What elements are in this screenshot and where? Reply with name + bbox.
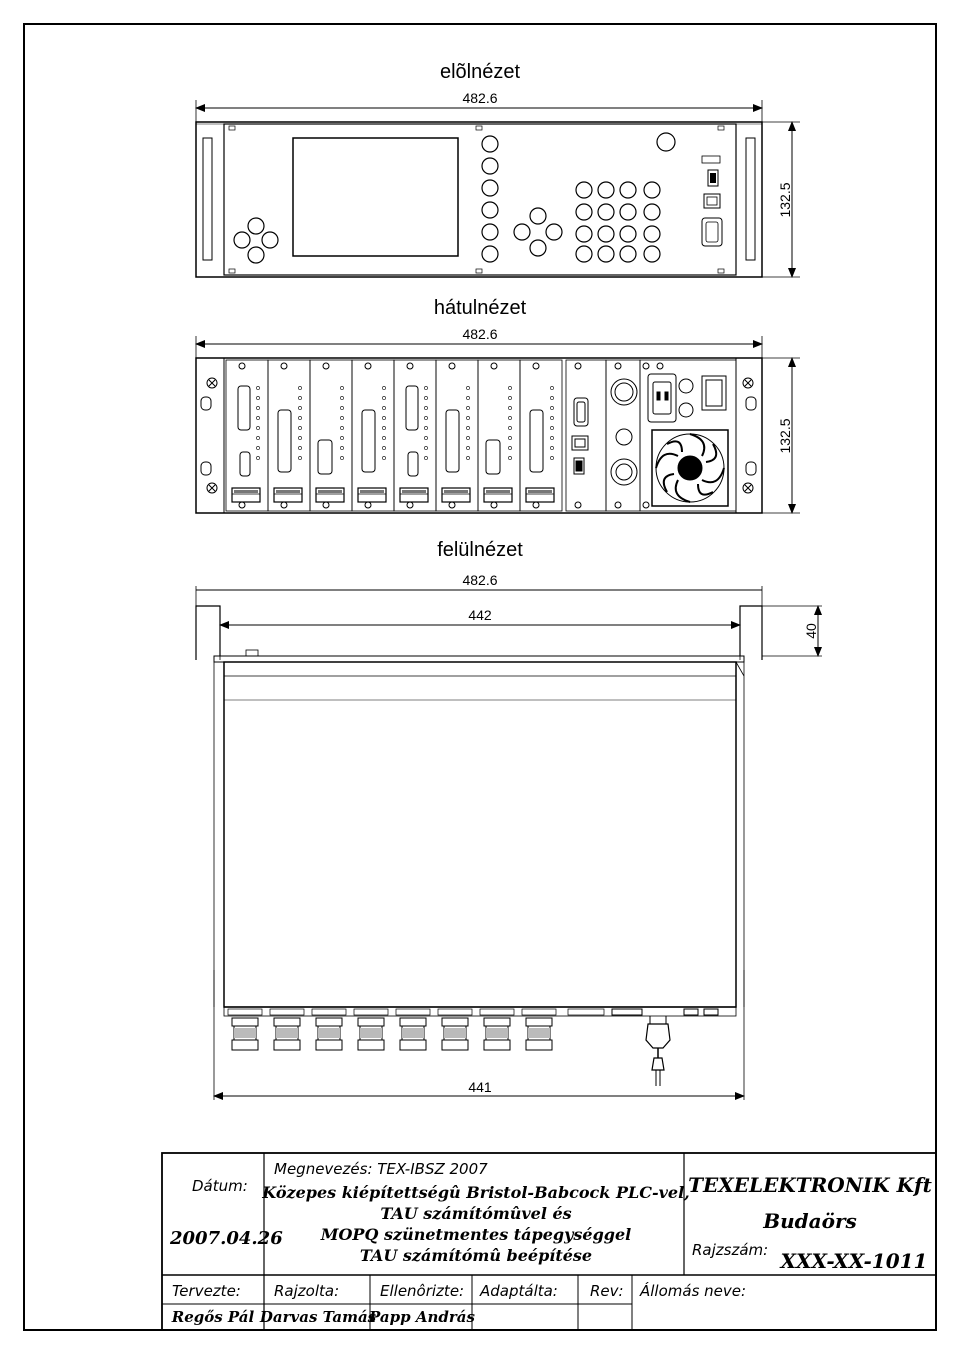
date-value: 2007.04.26 [169, 1228, 283, 1249]
terminal-plug [311, 1008, 347, 1051]
keypad-key [619, 245, 637, 263]
description-line-4: TAU számítómû beépítése [360, 1246, 592, 1265]
io-card-slots [225, 359, 563, 512]
function-button-column [481, 135, 499, 263]
drawn-by-value: Darvas Tamás [259, 1308, 377, 1326]
drawing-name: Megnevezés: TEX-IBSZ 2007 [274, 1160, 488, 1178]
company-name: TEXELEKTRONIK Kft [688, 1173, 932, 1197]
terminal-plug [395, 1008, 431, 1051]
drawn-by-label: Rajzolta: [274, 1282, 339, 1300]
designed-by-value: Regős Pál [171, 1308, 255, 1326]
terminal-plug [269, 1008, 305, 1051]
rear-view: hátulnézet 482.6 [195, 297, 800, 514]
right-rack-ear-top [739, 605, 763, 660]
keypad-key [619, 225, 637, 243]
rocker-switch [701, 375, 727, 411]
power-button [656, 132, 676, 152]
cpu-connector [567, 1008, 605, 1016]
rear-rack-ear-left [200, 377, 218, 494]
drawing-number: XXX-XX-1011 [779, 1249, 928, 1273]
front-width-dimension: 482.6 [462, 90, 497, 106]
keypad-key [597, 245, 615, 263]
rear-view-title: hátulnézet [434, 297, 527, 319]
io-card [477, 359, 521, 512]
left-navigation-buttons [233, 217, 279, 264]
rear-chassis [195, 357, 763, 514]
bottom-width-dimension: 441 [468, 1079, 492, 1095]
drawing-number-label: Rajzszám: [692, 1241, 768, 1259]
power-inlet-and-fan-panel [639, 359, 737, 512]
keypad-key [575, 181, 593, 199]
front-chassis [195, 121, 763, 278]
left-rack-ear-slot [202, 137, 213, 261]
adapted-by-label: Adaptálta: [479, 1282, 558, 1300]
ethernet-port [703, 193, 721, 209]
usb-port [707, 169, 719, 187]
front-view: elõlnézet 482.6 [195, 61, 800, 278]
front-height-dimension: 132.5 [777, 182, 793, 217]
keypad-key [575, 245, 593, 263]
serial-port [701, 217, 723, 247]
terminal-plug [521, 1008, 557, 1051]
lcd-display [292, 137, 459, 257]
description-line-2: TAU számítómûvel és [380, 1204, 571, 1223]
rear-height-dimension: 132.5 [777, 418, 793, 453]
keypad-key [619, 203, 637, 221]
top-view-title: felülnézet [437, 539, 523, 561]
keypad-key [643, 203, 661, 221]
terminal-plug [437, 1008, 473, 1051]
left-rack-ear-top [195, 605, 221, 660]
keypad-key [643, 181, 661, 199]
description-line-1: Közepes kiépítettségû Bristol-Babcock PL… [261, 1183, 689, 1202]
keypad-key [643, 225, 661, 243]
checked-by-value: Papp András [368, 1308, 475, 1326]
description-line-3: MOPQ szünetmentes tápegységgel [320, 1225, 631, 1244]
depth-dimension: 40 [803, 623, 819, 639]
keypad-key [619, 181, 637, 199]
date-label: Dátum: [192, 1177, 248, 1195]
keypad-key [643, 245, 661, 263]
middle-navigation-buttons [513, 207, 563, 257]
front-view-title: elõlnézet [440, 61, 521, 83]
iec-power-inlet [647, 373, 677, 423]
top-inner-width-dimension: 442 [468, 607, 492, 623]
cooling-fan [651, 429, 729, 507]
revision-label: Rev: [590, 1282, 624, 1300]
numeric-keypad [575, 181, 661, 263]
rear-connector-row [227, 1008, 605, 1051]
keypad-key [597, 225, 615, 243]
rear-rack-ear-right [742, 377, 757, 494]
keypad-key [597, 203, 615, 221]
terminal-plug [479, 1008, 515, 1051]
designed-by-label: Tervezte: [172, 1282, 241, 1300]
keypad-key [575, 203, 593, 221]
indicator-label [701, 155, 721, 164]
rear-width-dimension: 482.6 [462, 326, 497, 342]
keypad-key [575, 225, 593, 243]
title-block: Dátum: 2007.04.26 Megnevezés: TEX-IBSZ 2… [161, 1152, 937, 1331]
right-rack-ear-slot [745, 137, 756, 261]
checked-by-label: Ellenôrizte: [380, 1282, 464, 1300]
terminal-plug [353, 1008, 389, 1051]
fuse-holder [678, 378, 694, 394]
top-view: felülnézet 482.6 442 40 [195, 539, 822, 1100]
io-card [519, 359, 563, 512]
station-name-label: Állomás neve: [639, 1281, 746, 1300]
company-city: Budaörs [762, 1209, 857, 1233]
power-cord-plug [611, 1008, 719, 1086]
terminal-plug [227, 1008, 263, 1051]
cpu-card [565, 359, 607, 512]
top-outer-width-dimension: 482.6 [462, 572, 497, 588]
case-body [223, 661, 737, 1008]
keypad-key [597, 181, 615, 199]
